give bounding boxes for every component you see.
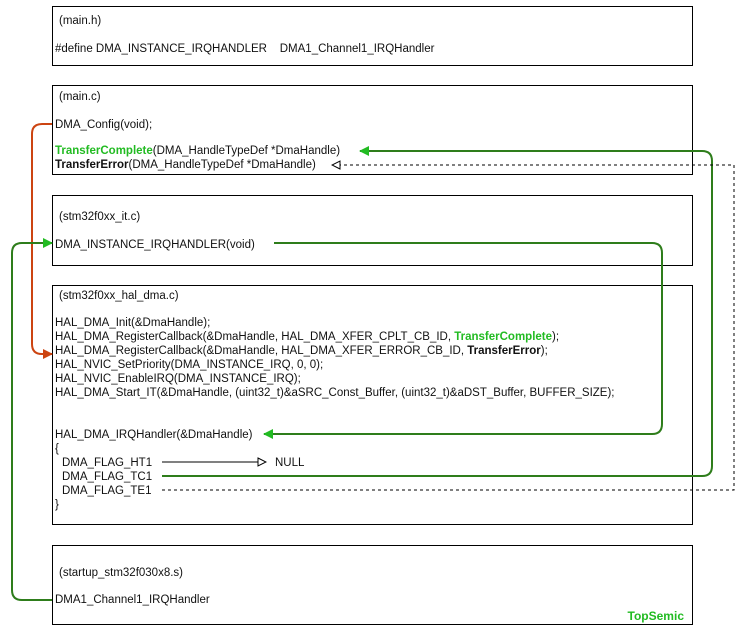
flag-ht1: DMA_FLAG_HT1 (62, 457, 153, 469)
register-err-prefix: HAL_DMA_RegisterCallback(&DmaHandle, HAL… (55, 345, 468, 357)
transfer-complete-line: TransferComplete(DMA_HandleTypeDef *DmaH… (55, 144, 340, 158)
null-label: NULL (275, 457, 305, 469)
transfer-error-args: (DMA_HandleTypeDef *DmaHandle) (128, 159, 316, 171)
irq-handler-line: HAL_DMA_IRQHandler(&DmaHandle) (55, 429, 253, 441)
main-c-box: (main.c) DMA_Config(void); TransferCompl… (52, 85, 693, 175)
startup-to-it-handler-arrow (11, 238, 53, 601)
dma-config-line: DMA_Config(void); (55, 119, 153, 131)
transfer-error-line: TransferError(DMA_HandleTypeDef *DmaHand… (55, 158, 316, 172)
register-cplt-callback: TransferComplete (454, 331, 553, 343)
brace-open: { (55, 443, 59, 455)
main-h-box: (main.h) #define DMA_INSTANCE_IRQHANDLER… (52, 6, 693, 66)
transfer-complete-args: (DMA_HandleTypeDef *DmaHandle) (152, 145, 341, 157)
main-c-filename: (main.c) (59, 91, 101, 103)
define-line: #define DMA_INSTANCE_IRQHANDLER DMA1_Cha… (55, 43, 435, 55)
start-it-line: HAL_DMA_Start_IT(&DmaHandle, (uint32_t)&… (55, 387, 615, 399)
register-err-suffix: ); (540, 345, 548, 357)
it-c-box: (stm32f0xx_it.c) DMA_INSTANCE_IRQHANDLER… (52, 195, 693, 266)
it-c-filename: (stm32f0xx_it.c) (59, 211, 141, 223)
register-err-callback: TransferError (467, 345, 541, 357)
main-h-filename: (main.h) (59, 15, 102, 27)
transfer-complete-name: TransferComplete (55, 145, 153, 157)
nvic-enable-line: HAL_NVIC_EnableIRQ(DMA_INSTANCE_IRQ); (55, 373, 301, 385)
startup-handler-line: DMA1_Channel1_IRQHandler (55, 594, 210, 606)
register-err-line: HAL_DMA_RegisterCallback(&DmaHandle, HAL… (55, 344, 548, 358)
topsemic-brand: TopSemic (627, 609, 684, 623)
transfer-error-name: TransferError (55, 159, 129, 171)
hal-dma-box: (stm32f0xx_hal_dma.c) HAL_DMA_Init(&DmaH… (52, 285, 693, 525)
hal-dma-init-line: HAL_DMA_Init(&DmaHandle); (55, 317, 211, 329)
flag-tc1: DMA_FLAG_TC1 (62, 471, 153, 483)
startup-filename: (startup_stm32f030x8.s) (59, 567, 184, 579)
startup-box: (startup_stm32f030x8.s) DMA1_Channel1_IR… (52, 545, 693, 625)
register-cplt-line: HAL_DMA_RegisterCallback(&DmaHandle, HAL… (55, 330, 559, 344)
flag-te1: DMA_FLAG_TE1 (62, 485, 152, 497)
nvic-priority-line: HAL_NVIC_SetPriority(DMA_INSTANCE_IRQ, 0… (55, 359, 324, 371)
brace-close: } (55, 499, 59, 511)
hal-dma-filename: (stm32f0xx_hal_dma.c) (59, 290, 179, 302)
dma-config-to-register-arrow (31, 123, 53, 359)
register-cplt-suffix: ); (552, 331, 560, 343)
register-cplt-prefix: HAL_DMA_RegisterCallback(&DmaHandle, HAL… (55, 331, 455, 343)
it-handler-line: DMA_INSTANCE_IRQHANDLER(void) (55, 239, 255, 251)
